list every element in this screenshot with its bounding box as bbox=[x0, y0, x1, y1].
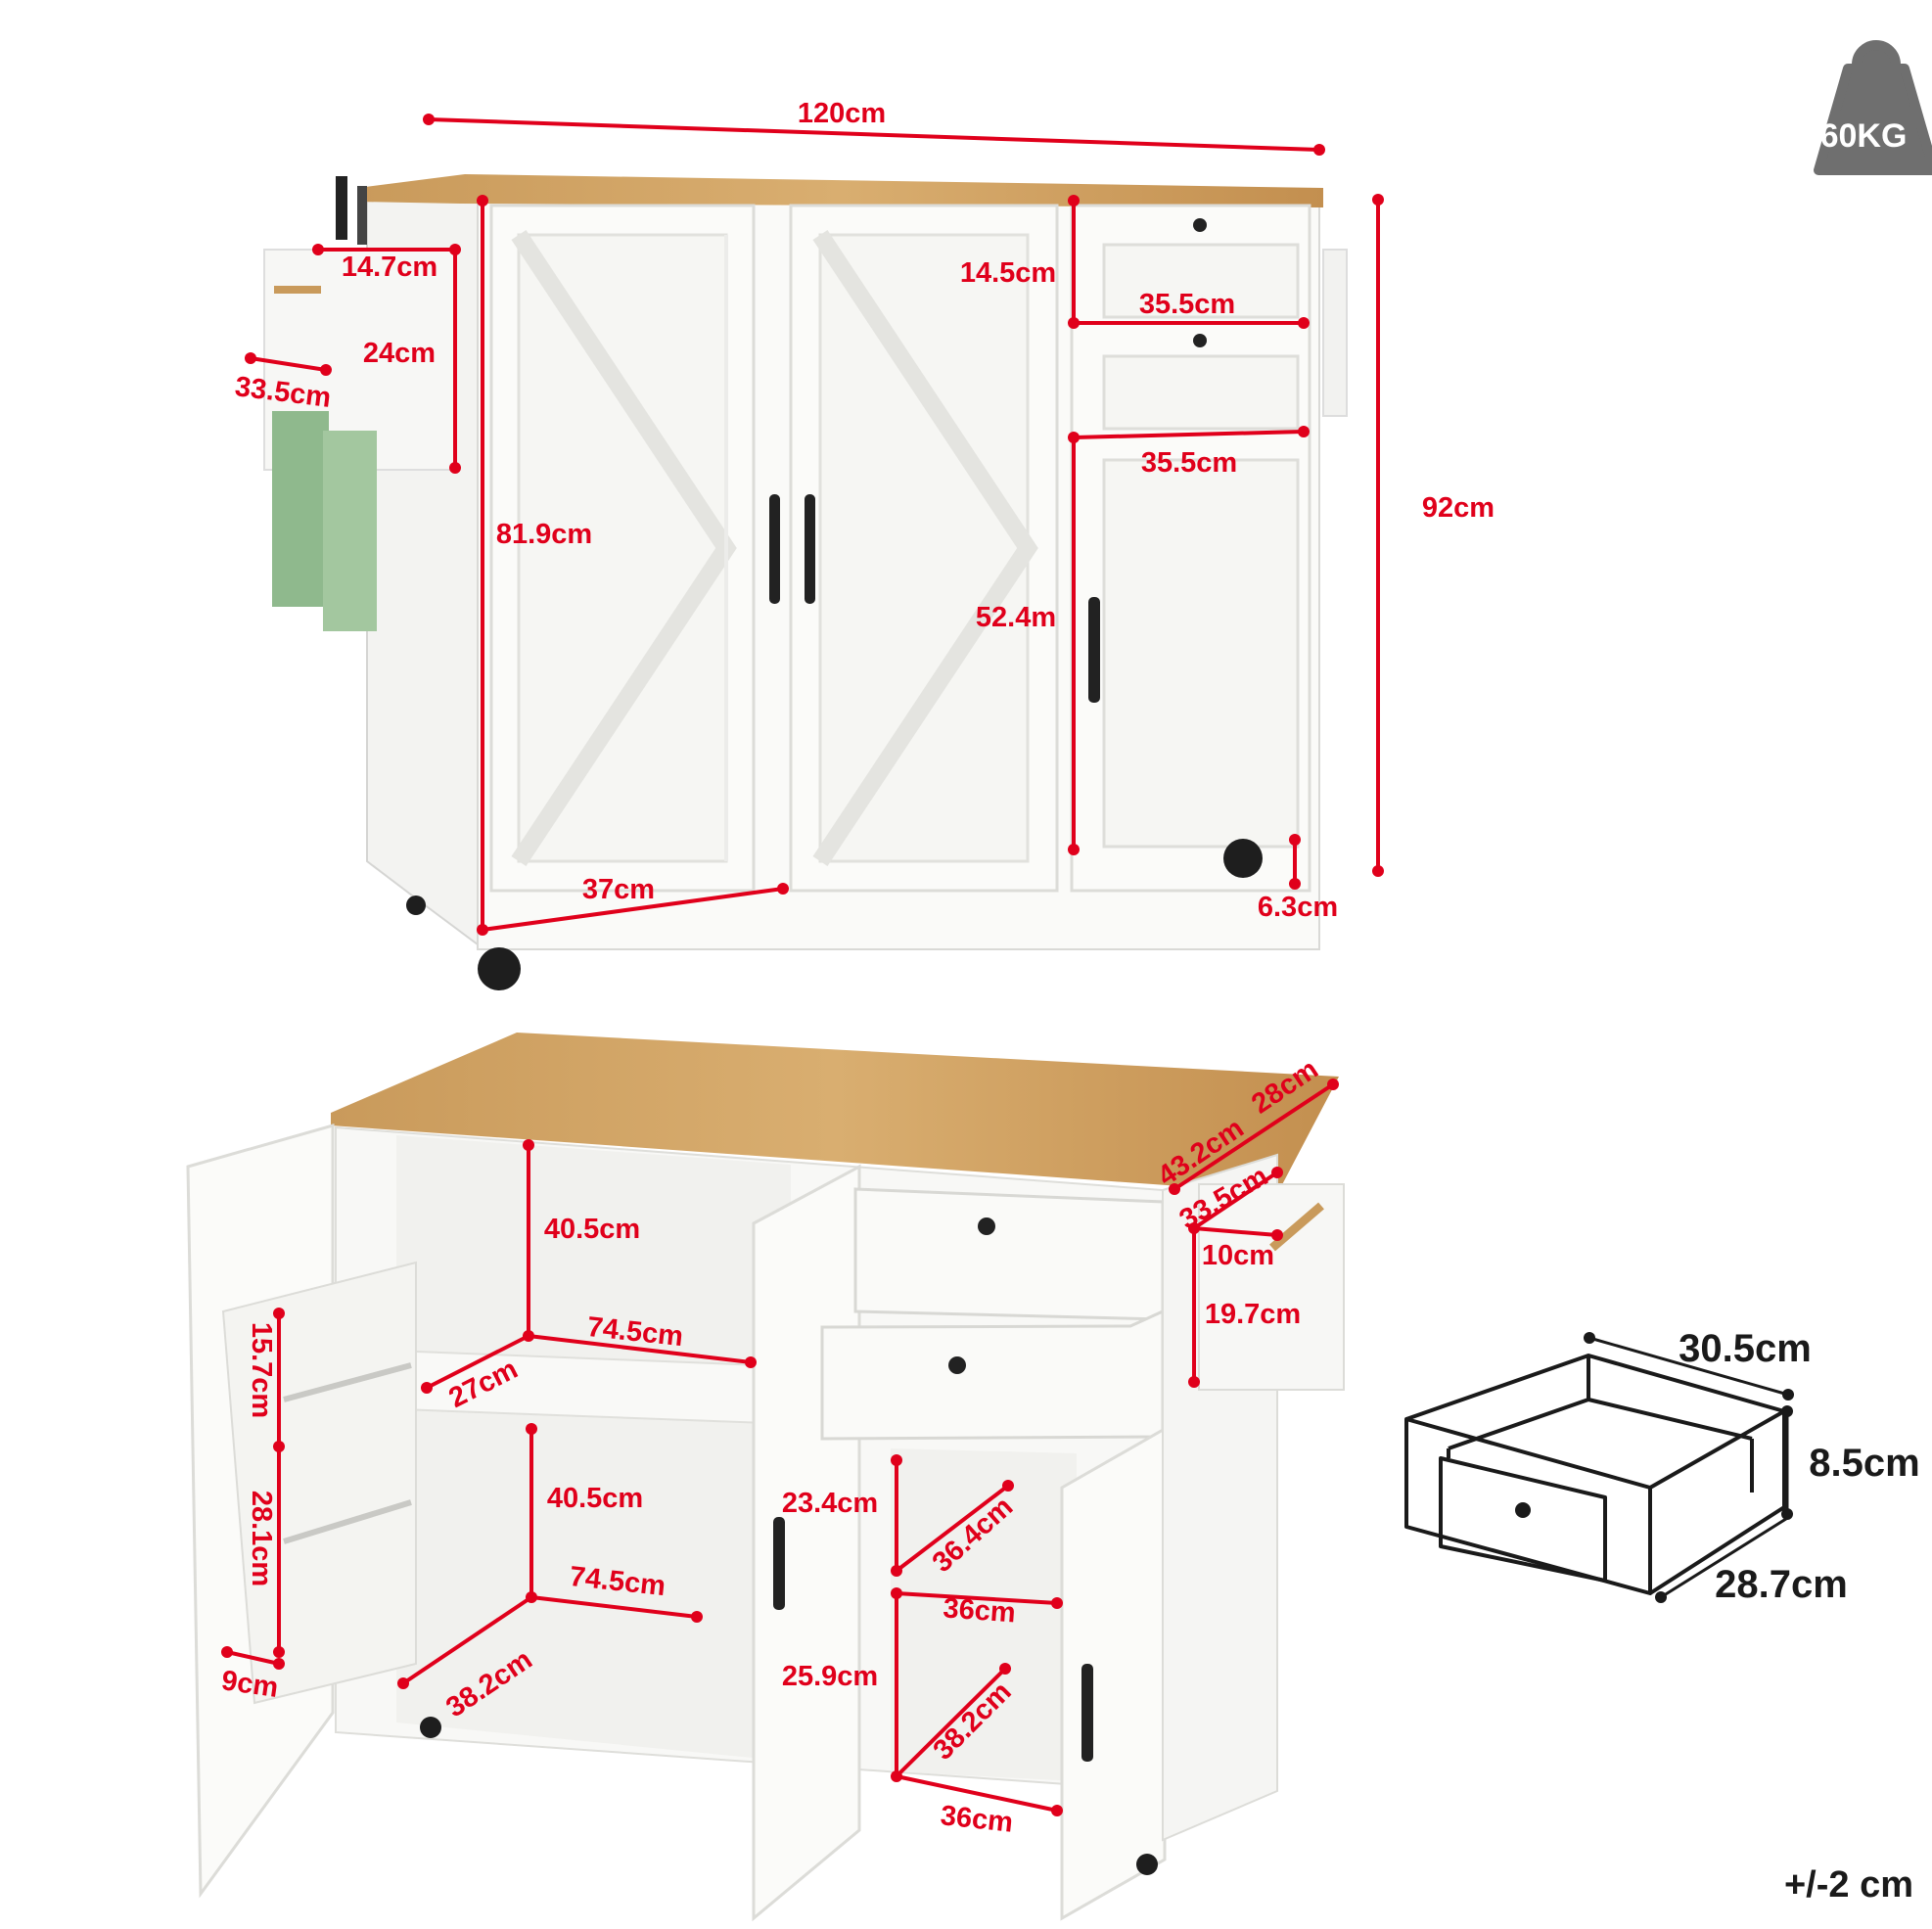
dim-door-shelf-depth: 9cm bbox=[219, 1665, 280, 1704]
dim-door-height: 81.9cm bbox=[496, 519, 592, 550]
front-view-dimensions: 120cm 92cm 6.3cm 14.7cm 24cm 33.5cm 14.5… bbox=[233, 98, 1495, 936]
dim-lower-height: 40.5cm bbox=[547, 1483, 643, 1514]
dim-drawer-detail-depth: 28.7cm bbox=[1715, 1563, 1848, 1606]
weight-badge: 60KG bbox=[1814, 40, 1932, 175]
dim-door-shelf-lower: 28.1cm bbox=[246, 1491, 277, 1586]
dim-rack-width: 14.7cm bbox=[342, 252, 437, 283]
dim-drawer-width-bottom: 35.5cm bbox=[1141, 447, 1237, 479]
dim-door-width: 37cm bbox=[582, 874, 655, 905]
dim-right-upper-width: 36cm bbox=[943, 1592, 1017, 1629]
dim-wheel-height: 6.3cm bbox=[1258, 892, 1338, 923]
dim-door-shelf-upper: 15.7cm bbox=[246, 1322, 277, 1418]
dim-drawer-detail-width: 30.5cm bbox=[1679, 1327, 1812, 1370]
dim-drawer-height: 14.5cm bbox=[960, 257, 1056, 289]
dim-side-rack-height: 19.7cm bbox=[1205, 1299, 1301, 1330]
dim-drawer-detail-height: 8.5cm bbox=[1809, 1442, 1919, 1485]
dim-right-lower-height: 25.9cm bbox=[782, 1661, 878, 1692]
drawer-detail-diagram: 30.5cm 8.5cm 28.7cm bbox=[1404, 1327, 1920, 1606]
dim-rack-height: 24cm bbox=[363, 338, 436, 369]
dim-side-door-height: 52.4m bbox=[976, 602, 1056, 633]
dim-right-upper-height: 23.4cm bbox=[782, 1488, 878, 1519]
dim-drawer-width-top: 35.5cm bbox=[1139, 289, 1235, 320]
dim-height: 92cm bbox=[1422, 492, 1495, 524]
front-view-cabinet bbox=[263, 174, 1348, 990]
open-view-cabinet bbox=[186, 1033, 1345, 1922]
dim-upper-height: 40.5cm bbox=[544, 1214, 640, 1245]
dim-side-rack-width: 10cm bbox=[1202, 1240, 1274, 1271]
tolerance-note: +/-2 cm bbox=[1784, 1864, 1913, 1906]
weight-icon bbox=[1814, 40, 1932, 175]
dim-right-lower-width: 36cm bbox=[939, 1800, 1014, 1839]
dim-width: 120cm bbox=[798, 98, 886, 129]
weight-label: 60KG bbox=[1820, 117, 1908, 155]
